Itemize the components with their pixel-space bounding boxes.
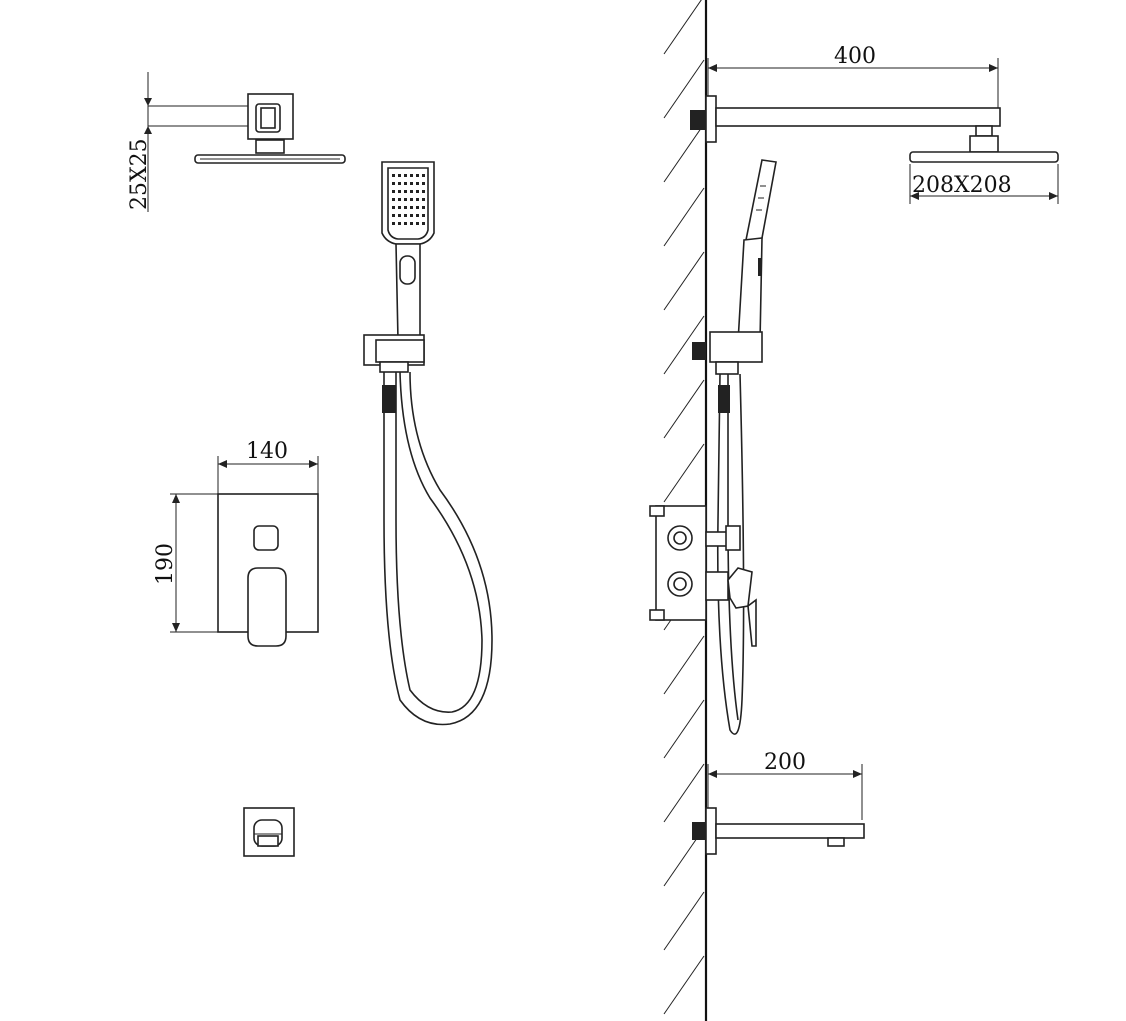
- wall-hatch-line: [663, 763, 705, 823]
- nozzle-dot: [392, 174, 395, 177]
- nozzle-dot: [422, 190, 425, 193]
- nozzle-dot: [404, 214, 407, 217]
- nozzle-dot: [410, 190, 413, 193]
- nozzle-dot: [398, 174, 401, 177]
- wall-hatch-line: [663, 443, 705, 503]
- spout-front-view: [243, 807, 295, 857]
- nozzle-dot: [404, 174, 407, 177]
- nozzle-dot: [392, 206, 395, 209]
- nozzle-dot: [422, 182, 425, 185]
- wall-hatch-line: [663, 315, 705, 375]
- nozzle-dot: [422, 198, 425, 201]
- nozzle-dot: [416, 174, 419, 177]
- wall-hatch-line: [663, 251, 705, 311]
- nozzle-dot: [416, 222, 419, 225]
- mixer-width-dimension: 140: [246, 439, 288, 464]
- wall-hatch-line: [663, 59, 705, 119]
- shower-arm-side-view: 400 208X208: [690, 44, 1059, 204]
- nozzle-dot: [410, 174, 413, 177]
- hand-shower-nozzle-grid: [392, 174, 425, 225]
- nozzle-dot: [398, 222, 401, 225]
- nozzle-dot: [392, 222, 395, 225]
- nozzle-dot: [416, 198, 419, 201]
- nozzle-dot: [416, 206, 419, 209]
- wall-hatch-line: [663, 0, 702, 55]
- mixer-front-view: 140 190: [153, 439, 319, 647]
- shower-arm-length-dimension: 400: [834, 44, 876, 69]
- nozzle-dot: [410, 206, 413, 209]
- mixer-height-dimension: 190: [153, 543, 178, 585]
- nozzle-dot: [398, 198, 401, 201]
- nozzle-dot: [392, 214, 395, 217]
- nozzle-dot: [422, 174, 425, 177]
- hand-shower-side-view: [692, 159, 777, 735]
- wall-hatch-line: [663, 379, 705, 439]
- nozzle-dot: [416, 182, 419, 185]
- wall-hatch-line: [663, 187, 705, 247]
- nozzle-dot: [410, 198, 413, 201]
- nozzle-dot: [410, 182, 413, 185]
- valve-body-side-view: [649, 505, 757, 647]
- nozzle-dot: [392, 190, 395, 193]
- nozzle-dot: [398, 182, 401, 185]
- shower-head-front-view: 25X25: [127, 72, 346, 212]
- nozzle-dot: [422, 206, 425, 209]
- spout-side-view: 200: [692, 750, 865, 855]
- shower-arm-square-dimension: 25X25: [127, 138, 152, 210]
- wall-hatch-line: [663, 635, 705, 695]
- nozzle-dot: [404, 198, 407, 201]
- nozzle-dot: [416, 190, 419, 193]
- nozzle-dot: [398, 206, 401, 209]
- wall-hatch-line: [663, 955, 705, 1015]
- hand-shower-front-view: [363, 161, 493, 726]
- nozzle-dot: [404, 190, 407, 193]
- wall-hatch-line: [663, 699, 705, 759]
- nozzle-dot: [398, 214, 401, 217]
- nozzle-dot: [410, 222, 413, 225]
- nozzle-dot: [422, 222, 425, 225]
- nozzle-dot: [404, 182, 407, 185]
- nozzle-dot: [398, 190, 401, 193]
- nozzle-dot: [416, 214, 419, 217]
- nozzle-dot: [392, 182, 395, 185]
- nozzle-dot: [404, 206, 407, 209]
- nozzle-dot: [392, 198, 395, 201]
- nozzle-dot: [422, 214, 425, 217]
- spout-length-dimension: 200: [764, 750, 806, 775]
- wall-hatch-line: [663, 123, 705, 183]
- head-size-dimension: 208X208: [912, 173, 1012, 198]
- nozzle-dot: [410, 214, 413, 217]
- nozzle-dot: [404, 222, 407, 225]
- wall-hatch-line: [663, 891, 705, 951]
